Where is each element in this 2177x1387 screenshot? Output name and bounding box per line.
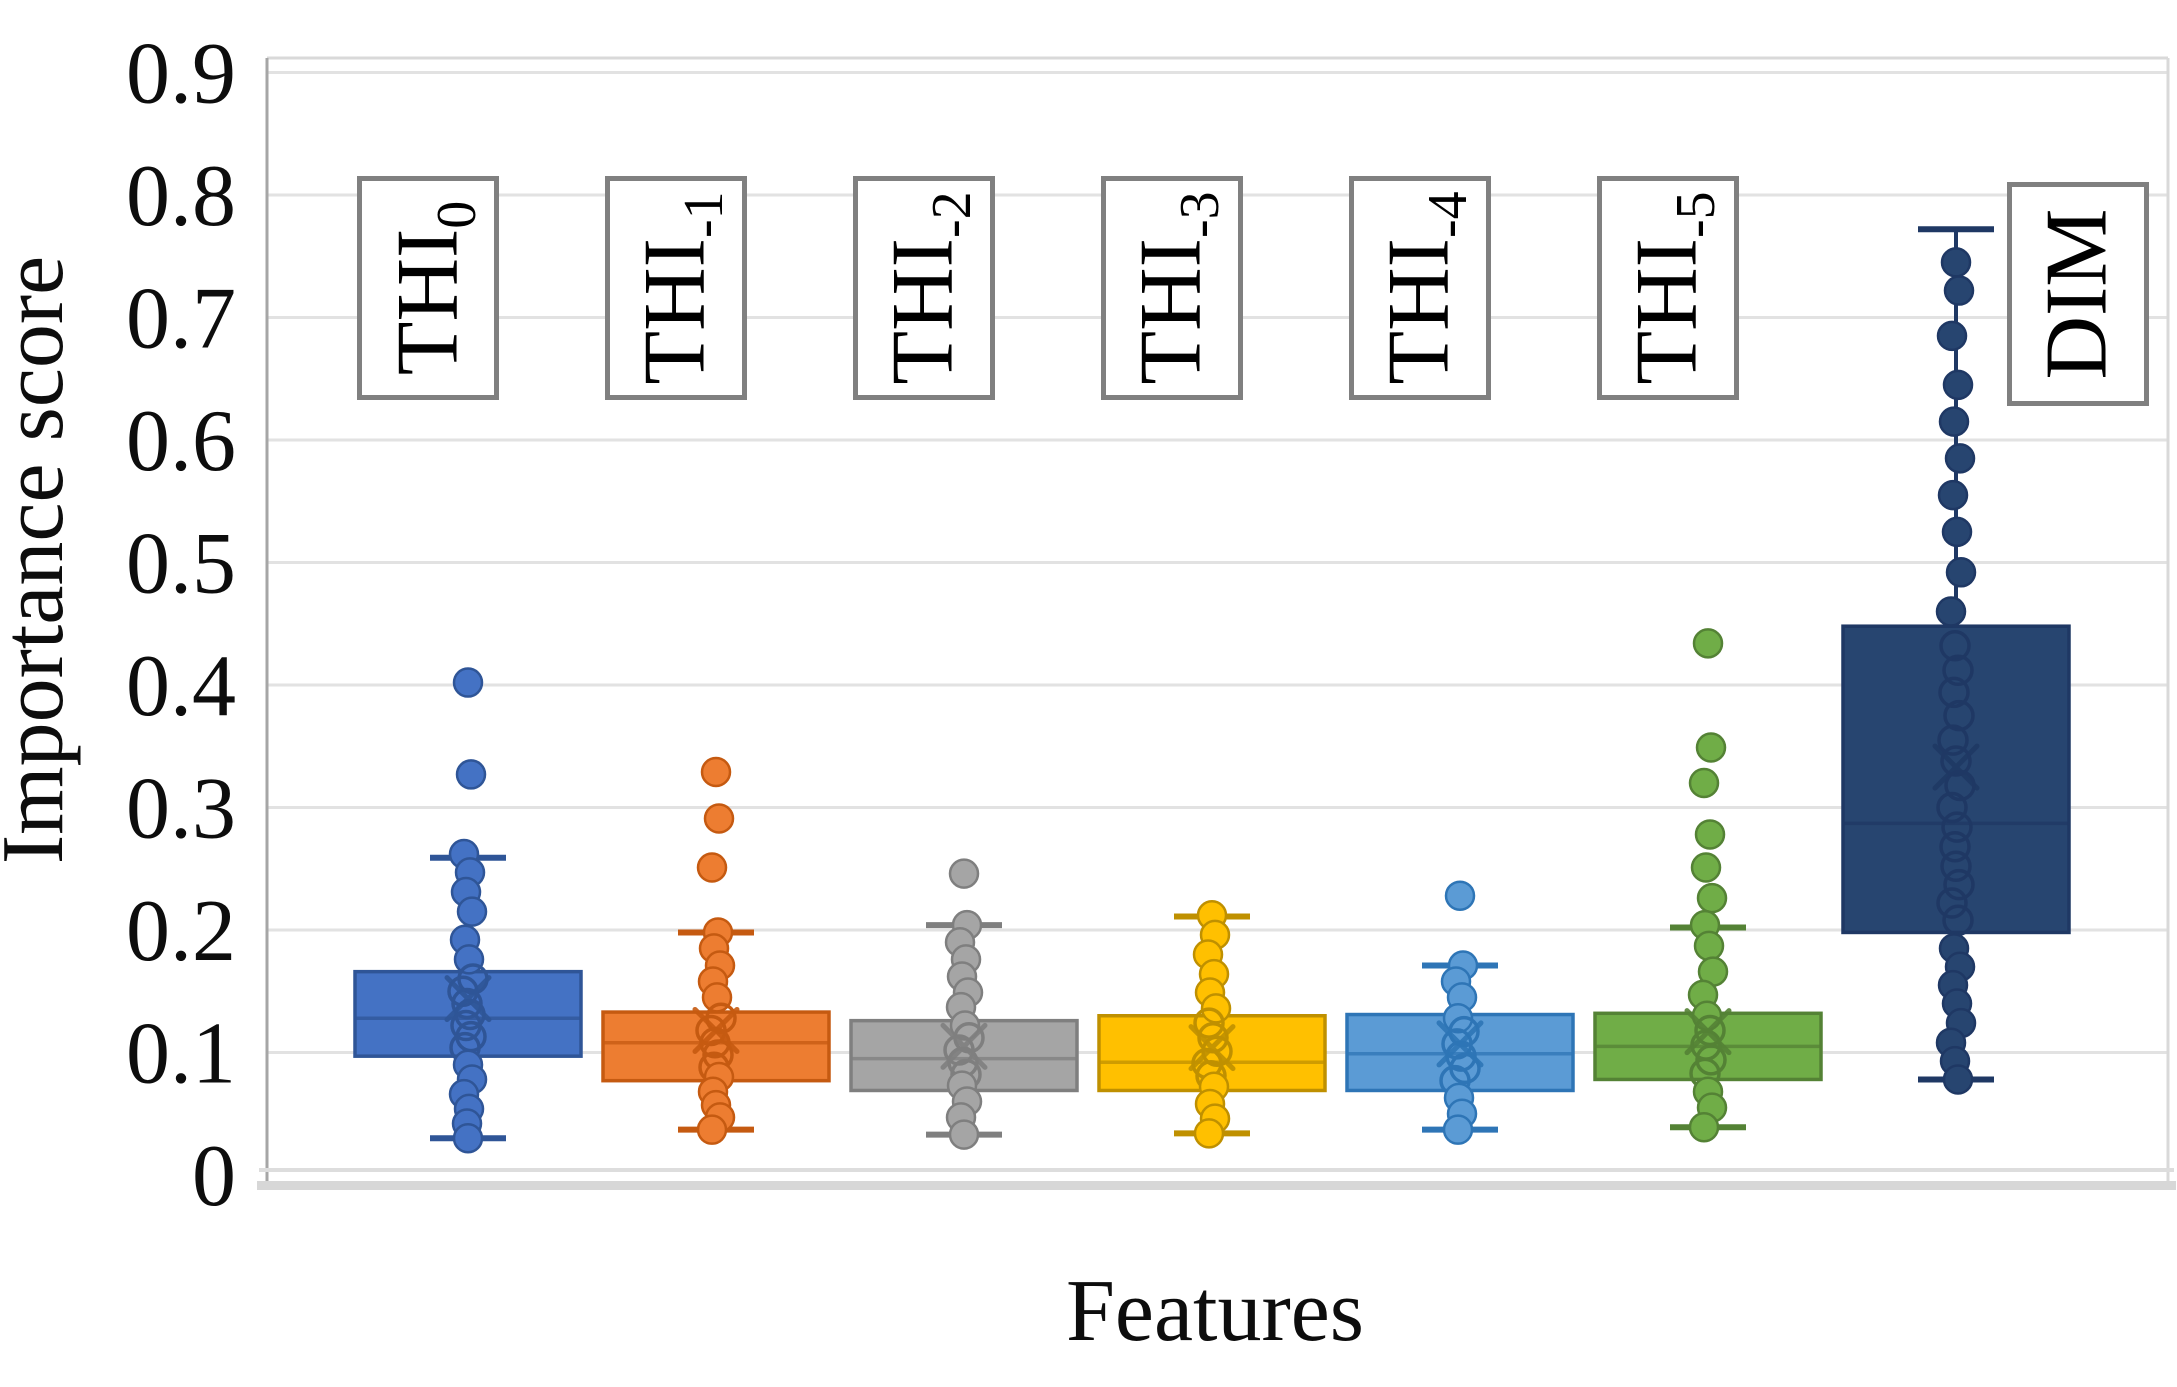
data-point xyxy=(1193,1118,1225,1149)
box-series xyxy=(353,226,2071,1154)
boxplot-thi4 xyxy=(1345,880,1575,1145)
data-point xyxy=(696,1114,728,1145)
iqr-box xyxy=(353,969,583,1058)
data-point xyxy=(1942,1064,1974,1095)
data-point xyxy=(700,756,732,788)
y-tick-label-0.5: 0.5 xyxy=(126,516,236,613)
data-point xyxy=(1693,930,1725,962)
data-point xyxy=(455,759,487,790)
data-point xyxy=(1938,406,1970,437)
data-point xyxy=(452,1123,484,1154)
data-point-ring xyxy=(1193,1007,1225,1039)
data-point xyxy=(948,858,980,889)
data-point xyxy=(1694,819,1726,850)
x-axis-band xyxy=(257,1181,2176,1190)
plot-frame xyxy=(257,56,2176,1190)
data-point xyxy=(1442,1114,1474,1145)
y-tick-label-0.9: 0.9 xyxy=(126,26,236,123)
data-point xyxy=(452,667,484,698)
data-point xyxy=(1695,732,1727,763)
data-point xyxy=(696,852,728,883)
boxplot-thi0 xyxy=(353,667,583,1154)
data-point-ring xyxy=(1941,811,1973,843)
mean-x-marker xyxy=(1932,743,1980,791)
boxplot-thi5 xyxy=(1593,628,1823,1143)
data-point xyxy=(1945,557,1977,588)
data-point xyxy=(703,803,735,834)
y-tick-label-0.6: 0.6 xyxy=(126,393,236,490)
data-point xyxy=(1688,767,1720,799)
boxplot-thi3 xyxy=(1097,900,1327,1149)
gridlines xyxy=(267,71,2168,1054)
boxplot-dim xyxy=(1841,226,2071,1095)
boxplot-thi2 xyxy=(849,858,1079,1150)
y-tick-label-0.8: 0.8 xyxy=(126,148,236,245)
data-point xyxy=(1936,320,1968,352)
mean-x-marker xyxy=(692,1006,740,1054)
data-point xyxy=(1696,882,1728,914)
data-point xyxy=(1444,880,1476,911)
y-axis-tick-labels: 0 0.1 0.2 0.3 0.4 0.5 0.6 0.7 0.8 0.9 xyxy=(126,26,236,1226)
y-axis-title: Importance score xyxy=(0,256,82,864)
data-point-ring xyxy=(1937,724,1969,756)
mean-x-marker xyxy=(940,1022,988,1070)
data-point-ring xyxy=(1943,868,1975,901)
data-point xyxy=(1688,1111,1720,1143)
x-axis-title: Features xyxy=(1066,1263,1364,1360)
data-point-ring xyxy=(1943,699,1975,732)
y-tick-label-0.1: 0.1 xyxy=(126,1006,236,1103)
data-point xyxy=(1937,479,1969,511)
y-tick-label-0.3: 0.3 xyxy=(126,761,236,858)
data-point xyxy=(1944,443,1976,474)
iqr-box xyxy=(1841,624,2071,935)
data-point xyxy=(1690,852,1722,883)
data-point-ring xyxy=(1940,745,1972,777)
data-point xyxy=(1935,596,1967,627)
data-point-ring xyxy=(1936,887,1968,919)
boxplot-thi1 xyxy=(601,756,831,1145)
data-point xyxy=(1941,516,1973,548)
data-point xyxy=(456,896,488,927)
y-tick-label-0.2: 0.2 xyxy=(126,883,236,980)
mean-x-marker xyxy=(1436,1020,1484,1068)
data-point xyxy=(1943,275,1975,306)
y-tick-label-0: 0 xyxy=(192,1128,236,1225)
y-tick-label-0.4: 0.4 xyxy=(126,638,236,735)
data-point-ring xyxy=(1940,850,1972,883)
y-tick-label-0.7: 0.7 xyxy=(126,271,236,368)
data-point xyxy=(948,1119,980,1150)
mean-x-marker xyxy=(1188,1024,1236,1072)
mean-x-marker xyxy=(444,975,492,1023)
data-point xyxy=(1692,628,1724,659)
data-point-ring xyxy=(1939,830,1971,863)
data-point-ring xyxy=(1942,654,1974,687)
data-point xyxy=(453,944,485,975)
data-point xyxy=(1942,369,1974,401)
data-point-ring xyxy=(1936,791,1968,824)
mean-x-marker xyxy=(1684,1008,1732,1056)
data-point-ring xyxy=(1939,630,1971,662)
data-point-ring xyxy=(1938,676,1970,709)
data-point xyxy=(1940,247,1972,278)
